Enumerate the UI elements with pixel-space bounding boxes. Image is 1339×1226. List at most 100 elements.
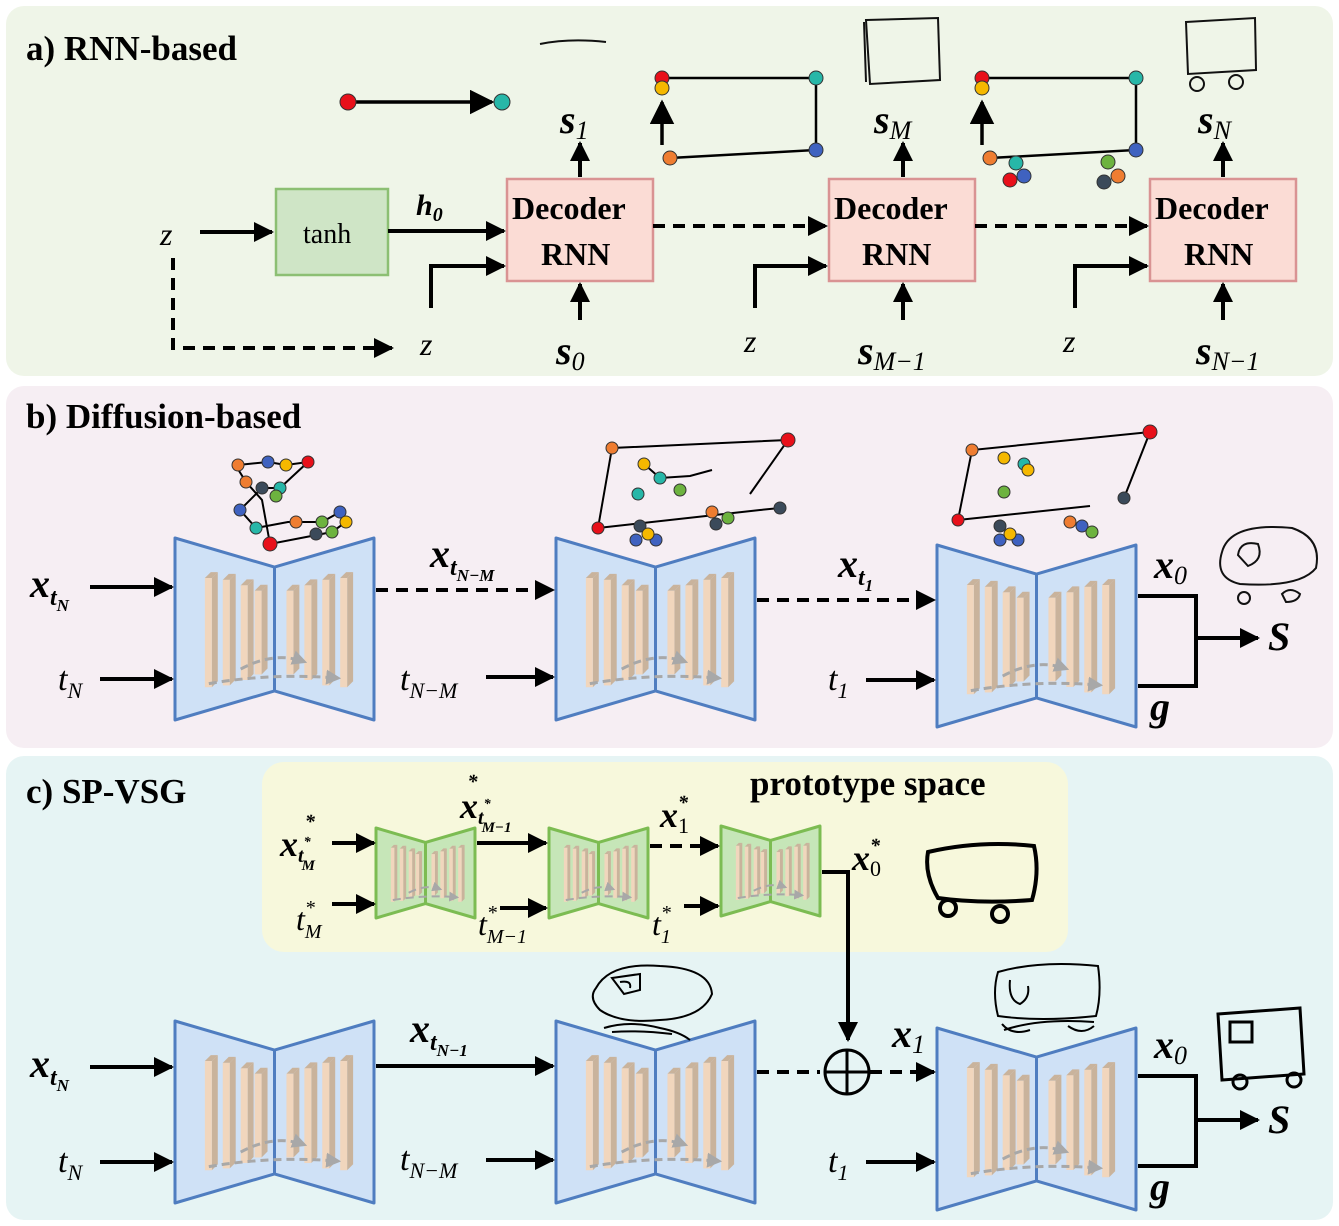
unet-bar-top xyxy=(984,1063,998,1070)
skip-connection-arc xyxy=(408,881,443,894)
unet-bar xyxy=(621,1068,629,1163)
unet-bar-side xyxy=(764,849,768,894)
unet-bar xyxy=(621,585,629,680)
unet-bar xyxy=(613,851,617,899)
unet-bar-side xyxy=(412,848,416,899)
combine-plus-icon xyxy=(823,1048,871,1096)
unet-bar-top xyxy=(240,579,254,586)
skip-connection-arc xyxy=(753,879,788,892)
unet-bar-side xyxy=(739,842,743,900)
unet-bar-top xyxy=(621,579,635,586)
unet-bar xyxy=(667,590,675,675)
unet-bar-top xyxy=(803,842,810,846)
stroke-scatter-noisy xyxy=(231,455,353,552)
unet-bar-top xyxy=(1016,1074,1030,1081)
unet-bar-top xyxy=(581,848,589,852)
unet-bar-top xyxy=(585,1055,599,1062)
unet-bar-side xyxy=(211,572,218,688)
unet-bar xyxy=(399,848,404,901)
unet-bar-top xyxy=(222,1056,236,1063)
unet-bar xyxy=(635,1073,643,1158)
unet-bar xyxy=(721,578,729,688)
z-elbow-decoder-2 xyxy=(753,256,828,308)
unet-bar xyxy=(776,852,780,894)
unet-bar xyxy=(744,846,749,899)
unet-bar-top xyxy=(1066,586,1080,593)
sketch-rectangle xyxy=(863,16,942,86)
unet-bar xyxy=(286,590,294,675)
unet-bar-top xyxy=(744,843,752,847)
unet-bar xyxy=(585,578,593,688)
skip-connection-arc xyxy=(239,650,308,671)
unet-bar xyxy=(1102,1068,1110,1178)
prototype-space-title: prototype space xyxy=(750,764,986,803)
unet-bar-side xyxy=(1009,1069,1016,1170)
unet-bar xyxy=(1084,1069,1092,1176)
unet-bar-side xyxy=(1109,579,1116,695)
unet-bar-top xyxy=(222,573,236,580)
unet-bar-top xyxy=(603,573,617,580)
unet-bar-top xyxy=(735,842,743,846)
unet-bar-top xyxy=(204,572,218,579)
unet-bar-side xyxy=(1091,1063,1098,1176)
unet-bar xyxy=(304,1068,312,1163)
unet-bar-top xyxy=(340,1055,354,1062)
unet-bar-top xyxy=(304,1062,318,1069)
unet-bar-top xyxy=(776,849,783,853)
unet-bar xyxy=(204,1061,212,1171)
unet-bar-top xyxy=(966,579,980,586)
tN-b-label: tN xyxy=(58,661,83,703)
unet-bar-top xyxy=(240,1062,254,1069)
unet-bar-top xyxy=(304,579,318,586)
unet-bar xyxy=(431,854,435,896)
unet-bar-top xyxy=(721,1055,735,1062)
xtN1-c-label: xtN−1 xyxy=(409,1006,468,1060)
t1-b-label: t1 xyxy=(828,661,848,703)
unet-bar-side xyxy=(692,579,699,680)
tNM-b-label: tN−M xyxy=(400,661,459,703)
unet-bar xyxy=(572,848,577,901)
z-copy-label-3: z xyxy=(1062,323,1076,359)
S-b-label: S xyxy=(1268,614,1290,659)
unet-bar-side xyxy=(592,572,599,688)
unet-bar-side xyxy=(419,851,423,896)
unet-bar-side xyxy=(692,1062,699,1163)
tNM-c-label: tN−M xyxy=(400,1141,459,1183)
unet-bar xyxy=(322,1062,330,1169)
unet-bar-side xyxy=(1073,1069,1080,1170)
z-copy-label-2: z xyxy=(743,323,757,359)
z-input-label: z xyxy=(159,216,173,252)
unet-bar-top xyxy=(572,845,580,849)
sN1-label: sN−1 xyxy=(1195,328,1259,376)
unet-bar-side xyxy=(229,1056,236,1169)
xtNM-b-label: xtN−M xyxy=(429,531,495,585)
unet-bar xyxy=(588,854,593,896)
unet-bar-top xyxy=(408,848,416,852)
unet-bar-side xyxy=(788,846,792,897)
unet-bar xyxy=(703,1062,711,1169)
unet-bar-side xyxy=(973,579,980,695)
unet-bar-side xyxy=(592,851,596,896)
z-copy-label-1: z xyxy=(419,326,433,362)
unet-bar-side xyxy=(592,1055,599,1171)
unet-bar-top xyxy=(984,580,998,587)
sketch-vehicle-final xyxy=(1216,1006,1306,1091)
unet-bar xyxy=(222,579,230,686)
unet-bar-side xyxy=(1073,586,1080,687)
unet-bar xyxy=(286,1073,294,1158)
unet-bar xyxy=(735,845,740,900)
sM1-label: sM−1 xyxy=(857,328,926,376)
unet-bar xyxy=(304,585,312,680)
unet-bar-top xyxy=(322,1056,336,1063)
unet-bar-side xyxy=(347,572,354,688)
unet-bar-side xyxy=(616,848,620,899)
unet-bar xyxy=(604,854,608,896)
unet-bar-top xyxy=(1002,1069,1016,1076)
skip-connection-arc xyxy=(239,1133,308,1154)
decoder-rnn-3: Decoder RNN xyxy=(1148,177,1298,283)
sketch-stroke-1 xyxy=(539,39,607,45)
t1-star-label: t*1 xyxy=(652,902,671,948)
skip-connection-arc xyxy=(392,891,460,902)
skip-connection-arc xyxy=(970,676,1104,693)
unet-bar-top xyxy=(588,851,596,855)
